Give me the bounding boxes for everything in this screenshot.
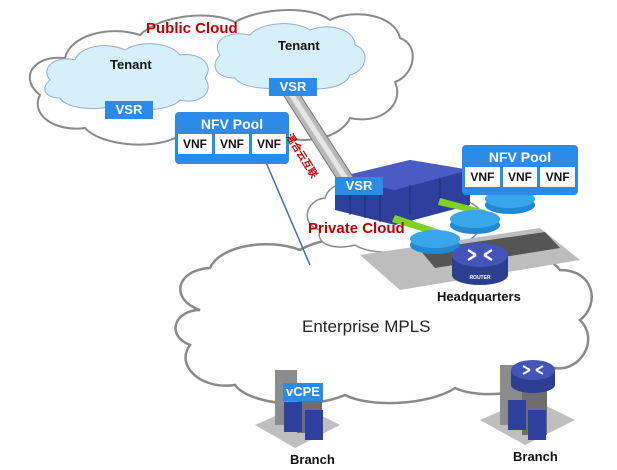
tenant-label: Tenant <box>278 38 320 53</box>
tenant-label: Tenant <box>110 57 152 72</box>
public-nfv-pool[interactable]: NFV Pool VNF VNF VNF <box>175 112 289 164</box>
vnf-box[interactable]: VNF <box>178 134 212 154</box>
vsr-tag[interactable]: VSR <box>269 78 317 96</box>
headquarters-label: Headquarters <box>437 289 521 304</box>
public-cloud-title: Public Cloud <box>146 20 238 37</box>
branch-building <box>480 360 575 445</box>
vnf-box[interactable]: VNF <box>502 167 538 187</box>
private-nfv-pool[interactable]: NFV Pool VNF VNF VNF <box>462 145 578 195</box>
branch-label: Branch <box>513 449 558 464</box>
vcpe-tag[interactable]: vCPE <box>283 383 323 401</box>
tenant-cloud-shape <box>44 43 209 111</box>
vnf-box[interactable]: VNF <box>465 167 500 187</box>
connection-line <box>264 159 311 266</box>
mpls-label: Enterprise MPLS <box>302 317 431 336</box>
vnf-box[interactable]: VNF <box>215 134 249 154</box>
nfv-pool-title: NFV Pool <box>200 116 264 132</box>
vnf-box[interactable]: VNF <box>252 134 286 154</box>
router-badge: ROUTER <box>469 275 491 281</box>
branch-label: Branch <box>290 452 335 467</box>
vnf-node-icon <box>410 190 535 254</box>
vsr-tag[interactable]: VSR <box>335 177 383 195</box>
nfv-pool-title: NFV Pool <box>488 149 552 165</box>
router-icon: ROUTER <box>452 243 508 285</box>
private-cloud-title: Private Cloud <box>308 220 405 237</box>
tenant-cloud-shape <box>214 23 366 90</box>
vsr-tag[interactable]: VSR <box>105 101 153 119</box>
vnf-box[interactable]: VNF <box>540 167 576 187</box>
